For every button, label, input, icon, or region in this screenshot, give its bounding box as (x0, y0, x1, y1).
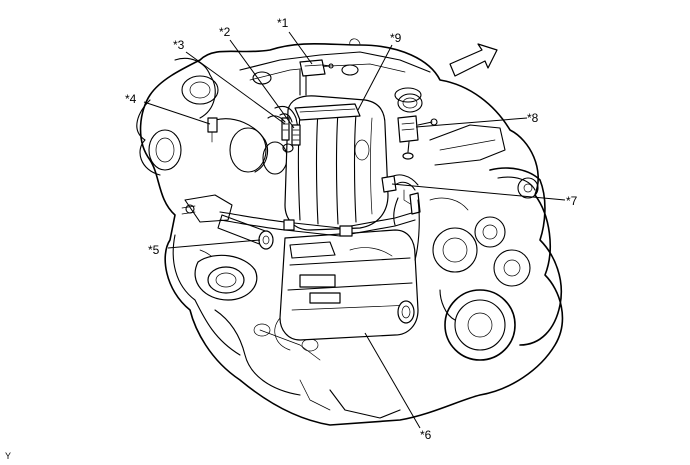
callout-6: *6 (420, 428, 432, 442)
callout-3: *3 (173, 38, 185, 52)
leader-4 (143, 101, 211, 125)
leader-8 (415, 117, 528, 128)
leader-6 (364, 332, 421, 429)
front-direction-arrow-icon (449, 43, 498, 77)
oxygen-sensors (267, 59, 421, 261)
lower-catalytic-converter (274, 229, 419, 351)
callout-5: *5 (148, 243, 160, 257)
callout-1: *1 (277, 16, 289, 30)
callout-7: *7 (566, 194, 578, 208)
leader-2 (229, 39, 295, 129)
callout-8: *8 (527, 111, 539, 125)
leader-7 (391, 183, 566, 201)
upper-catalytic-converter (284, 95, 389, 231)
figure-id: Y (5, 451, 11, 461)
exhaust-pipes (219, 69, 416, 237)
leader-3 (185, 51, 286, 125)
leader-1 (288, 31, 313, 65)
engine-block-illustration (136, 38, 564, 426)
leader-9 (357, 44, 393, 111)
leader-5 (167, 239, 261, 249)
callout-9: *9 (390, 31, 402, 45)
callout-4: *4 (125, 92, 137, 106)
callout-2: *2 (219, 25, 231, 39)
callout-labels: *1 *2 *3 *4 *5 *6 *7 *8 *9 (125, 16, 578, 442)
callout-leader-lines (143, 31, 566, 429)
